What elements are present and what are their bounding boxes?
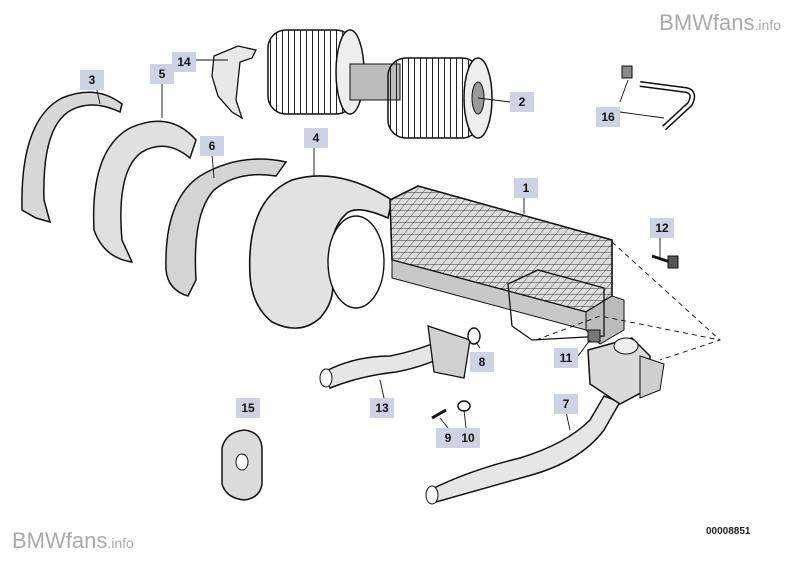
callout-6: 6 [200,136,224,156]
hose-16 [621,65,696,131]
callout-2: 2 [510,92,534,112]
callout-10: 10 [456,428,480,448]
leader-lines [95,59,721,431]
watermark-bottom: BMWfans.info [12,528,134,553]
callout-15: 15 [236,398,260,418]
callout-16: 16 [596,107,620,127]
housing-5 [92,120,197,263]
callout-8: 8 [470,352,494,372]
small-parts [431,327,601,420]
watermark-top: BMWfans.info [659,10,781,35]
callout-5: 5 [150,64,174,84]
callout-4: 4 [304,128,328,148]
cover-3 [21,91,123,224]
callout-9: 9 [436,428,460,448]
callout-12: 12 [650,218,674,238]
bolt-12 [651,254,679,269]
callout-3: 3 [80,70,104,90]
grommet-15 [221,429,263,501]
housing-6 [165,158,288,297]
diagram-number: 00008851 [706,526,751,537]
pipe-13 [319,325,471,389]
housing-4 [248,175,393,329]
callout-7: 7 [554,394,578,414]
blower-motor [267,29,493,139]
valve-pipe-7 [425,337,665,505]
callout-1: 1 [514,178,538,198]
bracket [211,45,257,120]
callout-13: 13 [370,398,394,418]
callout-11: 11 [554,348,578,368]
callout-14: 14 [172,52,196,72]
